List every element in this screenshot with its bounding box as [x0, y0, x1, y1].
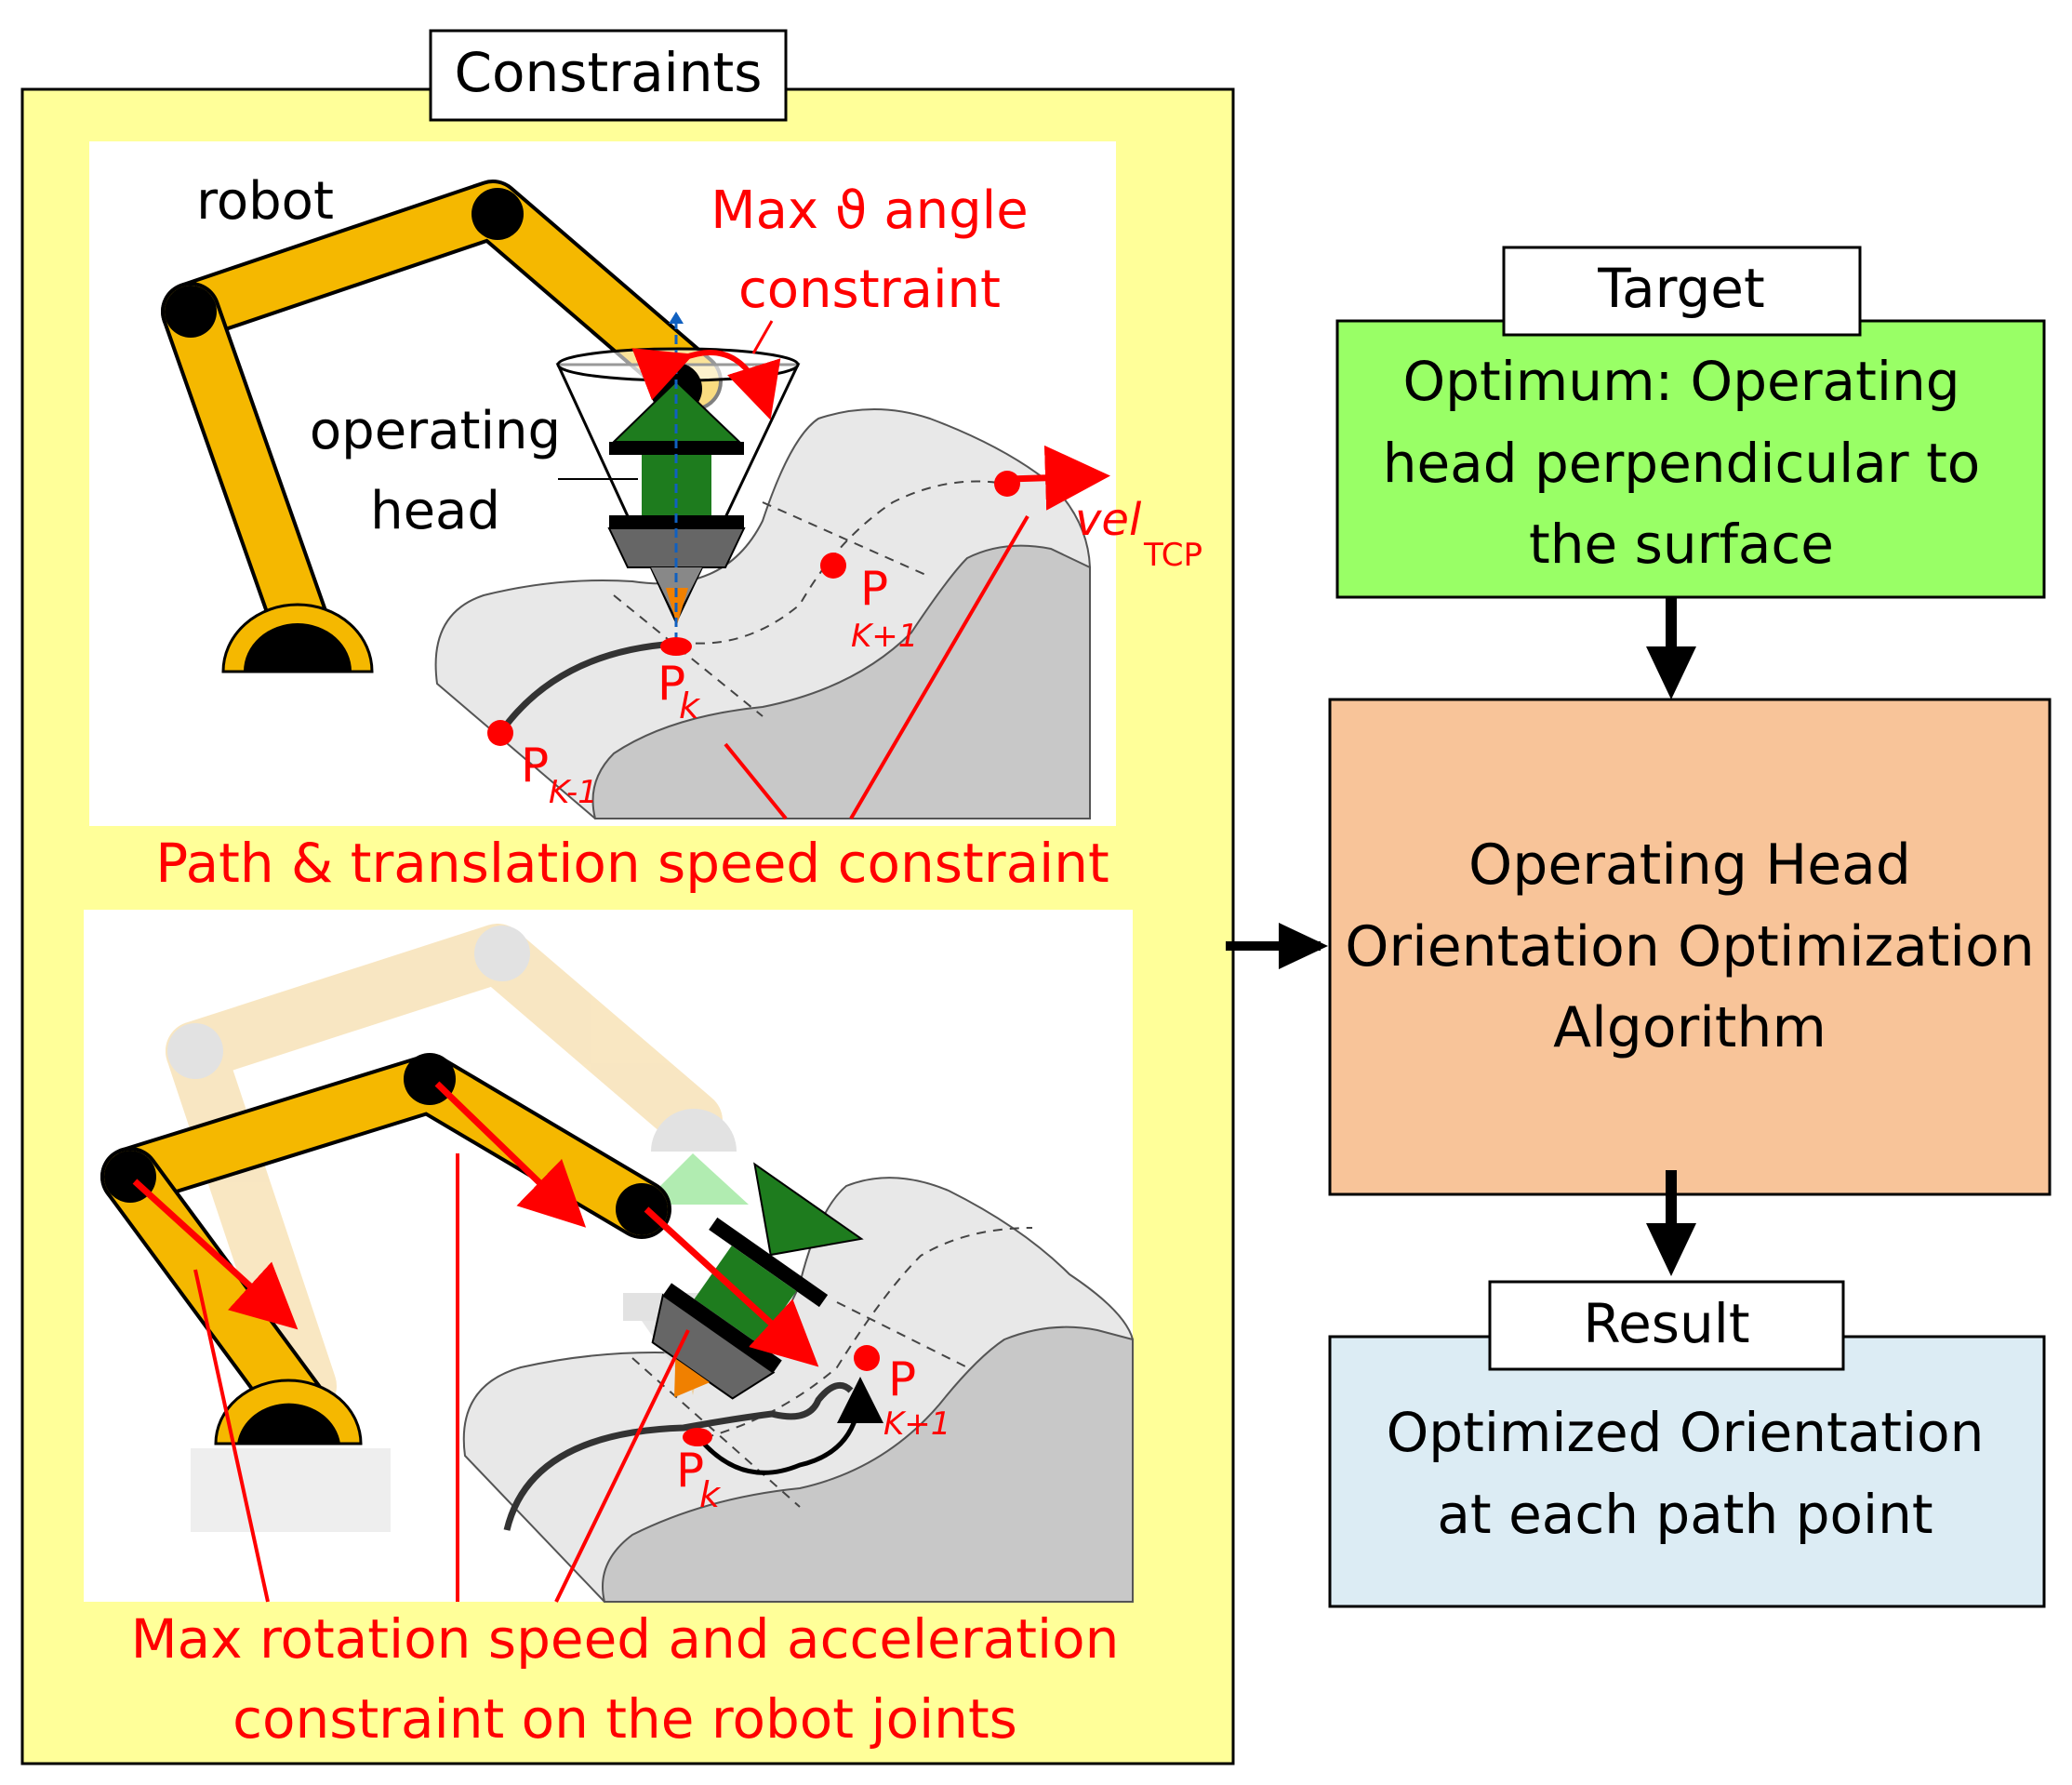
target-line3: the surface: [1529, 513, 1834, 576]
algorithm-box: Operating Head Orientation Optimization …: [1328, 698, 2052, 1196]
result-line1: Optimized Orientation: [1387, 1401, 1985, 1464]
robot-joint: [165, 286, 217, 338]
top-illustration: robot operating head Max ϑ angle constra…: [89, 141, 1202, 826]
point-k: [683, 1428, 712, 1446]
result-box: Result Optimized Orientation at each pat…: [1328, 1280, 2046, 1608]
robot-joint: [616, 1183, 668, 1235]
algorithm-line2: Orientation Optimization: [1345, 914, 2035, 979]
point-k-plus-1: [854, 1345, 880, 1371]
traveled-path: [498, 640, 677, 736]
ghost-robot-arm: [166, 924, 763, 1416]
arrow-head: [1279, 923, 1328, 969]
constraints-panel: Constraints: [20, 29, 1235, 1765]
target-title: Target: [1597, 257, 1764, 320]
robot-base-pad: [191, 1448, 391, 1532]
point-k: [660, 637, 692, 656]
joint-constraint-caption-line1: Max rotation speed and acceleration: [131, 1607, 1120, 1671]
vel-label: vel: [1075, 494, 1142, 546]
pk-label: P: [676, 1444, 704, 1498]
target-box: Target Optimum: Operating head perpendic…: [1335, 246, 2046, 599]
pk-plus-1-subscript: K+1: [851, 618, 918, 655]
algorithm-line1: Operating Head: [1468, 833, 1911, 898]
pk-subscript: k: [699, 1474, 722, 1515]
point-k-minus-1: [487, 720, 513, 746]
bottom-illustration: P k P K+1: [84, 910, 1134, 1603]
robot-label: robot: [196, 171, 334, 232]
arrow-head: [1646, 646, 1696, 699]
pk-plus-1-label: P: [888, 1352, 916, 1406]
robot-joint: [472, 188, 524, 240]
joint-rotation-arrow: [132, 1179, 299, 1330]
leader-line: [193, 1269, 270, 1603]
joint-rotation-arrow: [434, 1081, 587, 1228]
pk-label: P: [657, 657, 685, 711]
operating-head-label-line2: head: [370, 481, 500, 541]
pk-subscript: k: [679, 686, 701, 726]
point-k-plus-1: [820, 553, 846, 579]
next-point-arrow: [700, 1377, 883, 1475]
traveled-path: [503, 1381, 854, 1531]
joint-rotation-arrow: [644, 1206, 819, 1367]
angle-arc: [631, 320, 781, 420]
pk-plus-1-label: P: [860, 562, 888, 616]
target-line1: Optimum: Operating: [1402, 350, 1959, 413]
joint-constraint-caption-line2: constraint on the robot joints: [232, 1687, 1017, 1751]
velocity-arrow: [1008, 445, 1110, 511]
robot-arm: [161, 180, 723, 673]
pk-plus-1-subscript: K+1: [883, 1405, 950, 1443]
leader-line: [554, 1329, 690, 1603]
path-speed-constraint-caption: Path & translation speed constraint: [155, 832, 1109, 895]
constraints-title: Constraints: [455, 41, 763, 104]
leader-line: [724, 742, 788, 820]
result-line2: at each path point: [1437, 1483, 1933, 1546]
tcp-point: [994, 471, 1020, 497]
result-title: Result: [1583, 1292, 1749, 1355]
angle-constraint-line1: Max ϑ angle: [711, 180, 1028, 241]
leader-line: [849, 514, 1029, 820]
target-line2: head perpendicular to: [1383, 432, 1981, 495]
angle-constraint-line2: constraint: [738, 260, 1001, 320]
constraints-title-box: [429, 29, 788, 122]
pk-minus-1-label: P: [521, 739, 549, 793]
target-title-box: [1502, 246, 1862, 337]
operating-head-label-line1: operating: [310, 401, 561, 461]
result-title-box: [1488, 1280, 1845, 1371]
pk-minus-1-subscript: K-1: [549, 774, 598, 811]
vel-subscript: TCP: [1143, 537, 1202, 574]
arrow-head: [1646, 1223, 1696, 1276]
algorithm-line3: Algorithm: [1553, 995, 1826, 1060]
